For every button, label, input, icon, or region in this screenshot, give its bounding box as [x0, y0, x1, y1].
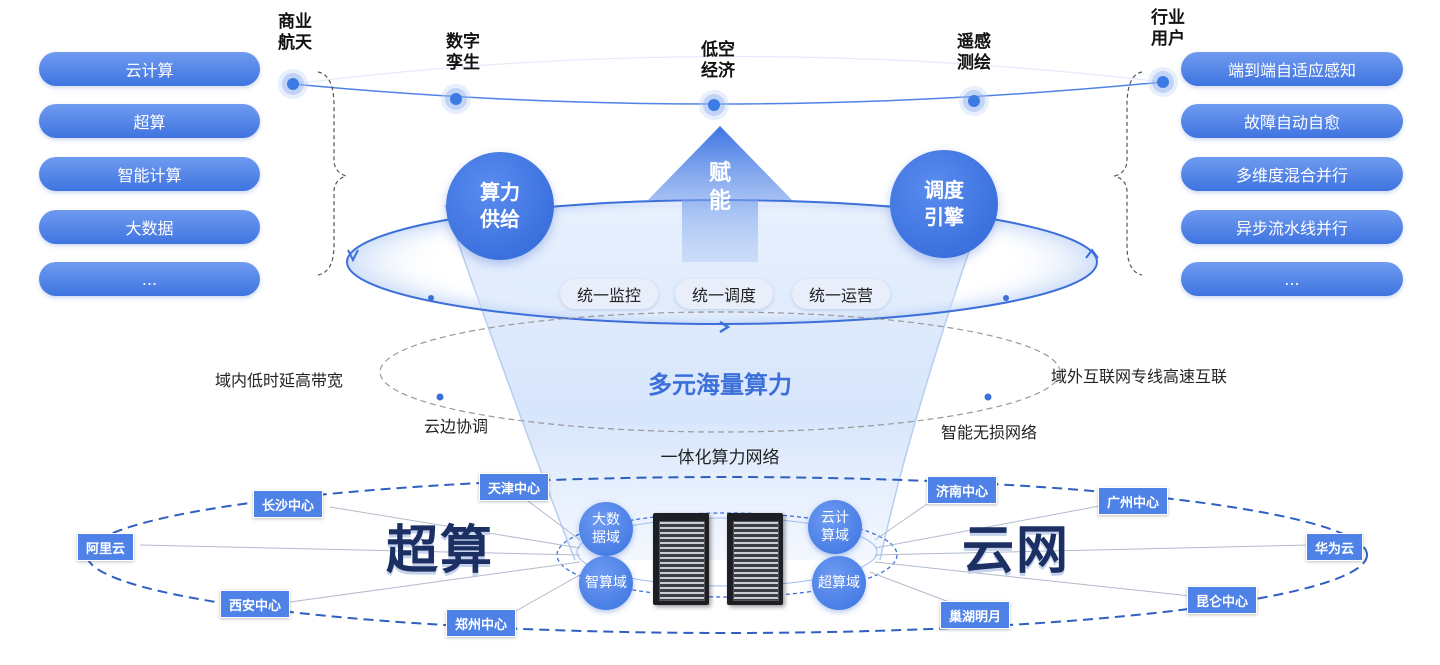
tag-zhengzhou: 郑州中心	[446, 609, 517, 637]
left-item-label: 超算	[133, 113, 166, 132]
right-item-perception: 端到端自适应感知	[1181, 52, 1403, 86]
left-brace	[317, 71, 348, 276]
right-item-pipeline: 异步流水线并行	[1181, 210, 1403, 244]
note-interconnect: 域外互联网专线高速互联	[1051, 367, 1228, 386]
right-brace	[1113, 71, 1143, 276]
empower-arrow	[648, 126, 792, 262]
node-dot	[287, 78, 299, 90]
right-item-label: 多维度混合并行	[1235, 166, 1348, 185]
domain-supercomputing: 超算域	[812, 556, 866, 610]
domain-bigdata: 大数据域	[579, 502, 633, 556]
note-cloud-edge: 云边协调	[424, 417, 489, 436]
node-dot	[708, 99, 720, 111]
bottom-dashed-ellipse	[86, 476, 1368, 634]
tag-aliyun: 阿里云	[77, 533, 135, 561]
tag-guangzhou: 广州中心	[1098, 487, 1169, 515]
compute-supply-circle: 算力供给	[446, 152, 554, 260]
right-item-more: ...	[1181, 262, 1403, 296]
chip-unified-operation: 统一运营	[792, 279, 890, 309]
right-item-label: 端到端自适应感知	[1227, 61, 1356, 80]
server-rack-icon	[727, 513, 783, 605]
left-item-label: 智能计算	[117, 166, 182, 185]
scheduling-engine-circle: 调度引擎	[890, 150, 998, 258]
top-node-digital-twin: 数字孪生	[446, 32, 480, 73]
tag-huawei: 华为云	[1306, 533, 1364, 561]
tag-xian: 西安中心	[220, 590, 291, 618]
left-item-bigdata: 大数据	[39, 210, 260, 244]
top-node-low-altitude: 低空经济	[701, 40, 735, 81]
tag-jinan: 济南中心	[927, 476, 998, 504]
left-item-more: ...	[39, 262, 260, 296]
tag-changsha: 长沙中心	[253, 490, 324, 518]
node-dot	[450, 93, 462, 105]
chip-unified-monitoring: 统一监控	[560, 279, 658, 309]
top-node-industry-users: 行业用户	[1151, 8, 1185, 49]
main-title: 多元海量算力	[648, 371, 792, 399]
tag-chaohu: 巢湖明月	[940, 601, 1011, 629]
right-item-label: 异步流水线并行	[1235, 219, 1348, 238]
left-item-intelligent: 智能计算	[39, 157, 260, 191]
network-label: 一体化算力网络	[660, 448, 780, 468]
supercomputing-word: 超算	[386, 521, 495, 581]
tag-tianjin: 天津中心	[479, 473, 550, 501]
top-arc	[292, 81, 1164, 105]
tag-kunlun: 昆仑中心	[1187, 586, 1258, 614]
right-item-hybrid: 多维度混合并行	[1181, 157, 1403, 191]
cloud-network-word: 云网	[962, 521, 1071, 581]
domain-cloud: 云计算域	[808, 500, 862, 554]
note-lossless: 智能无损网络	[941, 423, 1038, 442]
middle-dashed-ellipse	[379, 311, 1061, 433]
top-node-aerospace: 商业航天	[278, 12, 312, 53]
left-item-label: 云计算	[125, 61, 174, 80]
right-item-label: ...	[1284, 269, 1300, 289]
right-item-selfheal: 故障自动自愈	[1181, 104, 1403, 138]
domain-intelligent: 智算域	[579, 556, 633, 610]
left-item-label: 大数据	[125, 219, 174, 238]
node-dot	[968, 95, 980, 107]
right-item-label: 故障自动自愈	[1243, 113, 1340, 132]
left-item-cloud: 云计算	[39, 52, 260, 86]
top-node-remote-sensing: 遥感测绘	[957, 32, 991, 73]
left-item-supercomputing: 超算	[39, 104, 260, 138]
left-item-label: ...	[141, 269, 158, 289]
note-low-latency: 域内低时延高带宽	[215, 371, 344, 390]
chip-unified-scheduling: 统一调度	[675, 279, 773, 309]
node-dot	[1157, 76, 1169, 88]
server-rack-icon	[653, 513, 709, 605]
empower-label: 赋能	[708, 161, 731, 214]
